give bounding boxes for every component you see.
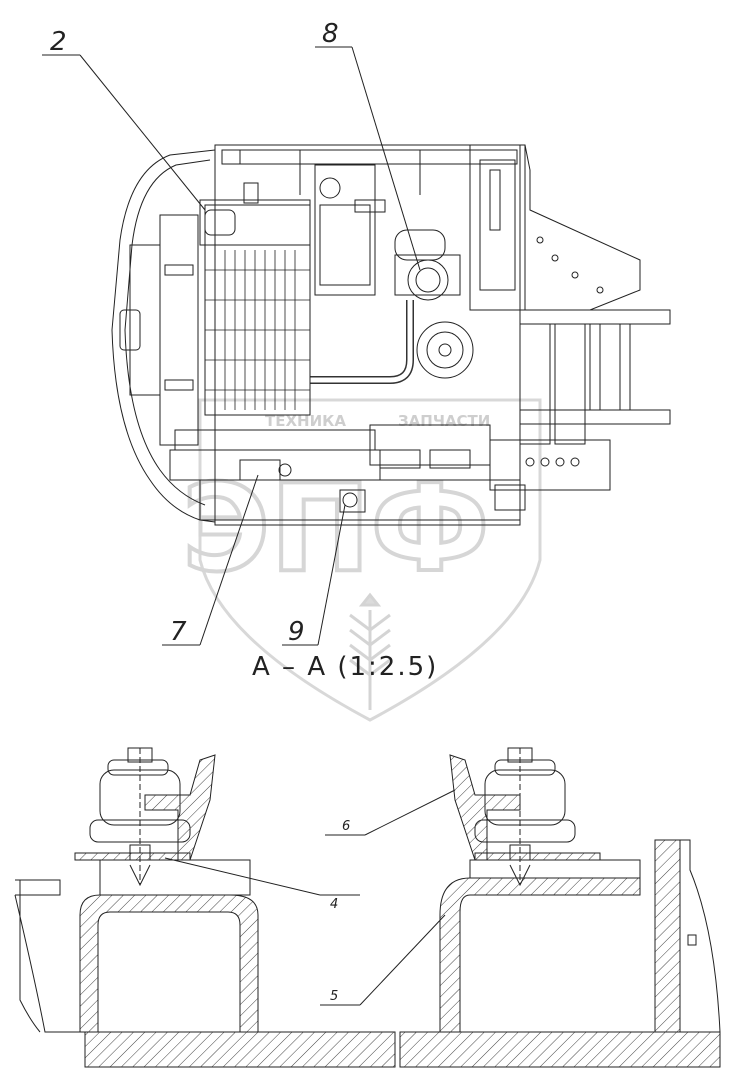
watermark-text-right: ЗАПЧАСТИ (398, 412, 490, 430)
callout-4: 4 (164, 857, 360, 912)
callout-5: 5 (320, 914, 446, 1006)
callout-9: 9 (282, 504, 346, 647)
callout-7: 7 (162, 474, 259, 647)
callout-2: 2 (42, 27, 206, 211)
svg-text:6: 6 (342, 819, 350, 834)
svg-text:8: 8 (322, 19, 339, 49)
watermark: ЭПФ ТЕХНИКА ЗАПЧАСТИ (180, 398, 542, 722)
plan-view (111, 144, 671, 526)
watermark-brand: ЭПФ (182, 460, 490, 599)
section-view-right (399, 747, 721, 1068)
svg-text:7: 7 (170, 617, 187, 647)
watermark-shield (198, 398, 542, 722)
cab-outline (111, 149, 216, 523)
svg-text:5: 5 (330, 989, 338, 1004)
section-label: А – А (1:2.5) (252, 652, 438, 682)
svg-text:9: 9 (288, 617, 305, 647)
callout-8: 8 (315, 19, 421, 271)
section-view-left (14, 747, 396, 1068)
callout-6: 6 (325, 789, 456, 836)
engine-block (204, 204, 311, 416)
watermark-wheat-icon (349, 592, 391, 710)
svg-text:2: 2 (50, 27, 67, 57)
svg-text:4: 4 (330, 897, 338, 912)
watermark-text-left: ТЕХНИКА (265, 412, 346, 430)
